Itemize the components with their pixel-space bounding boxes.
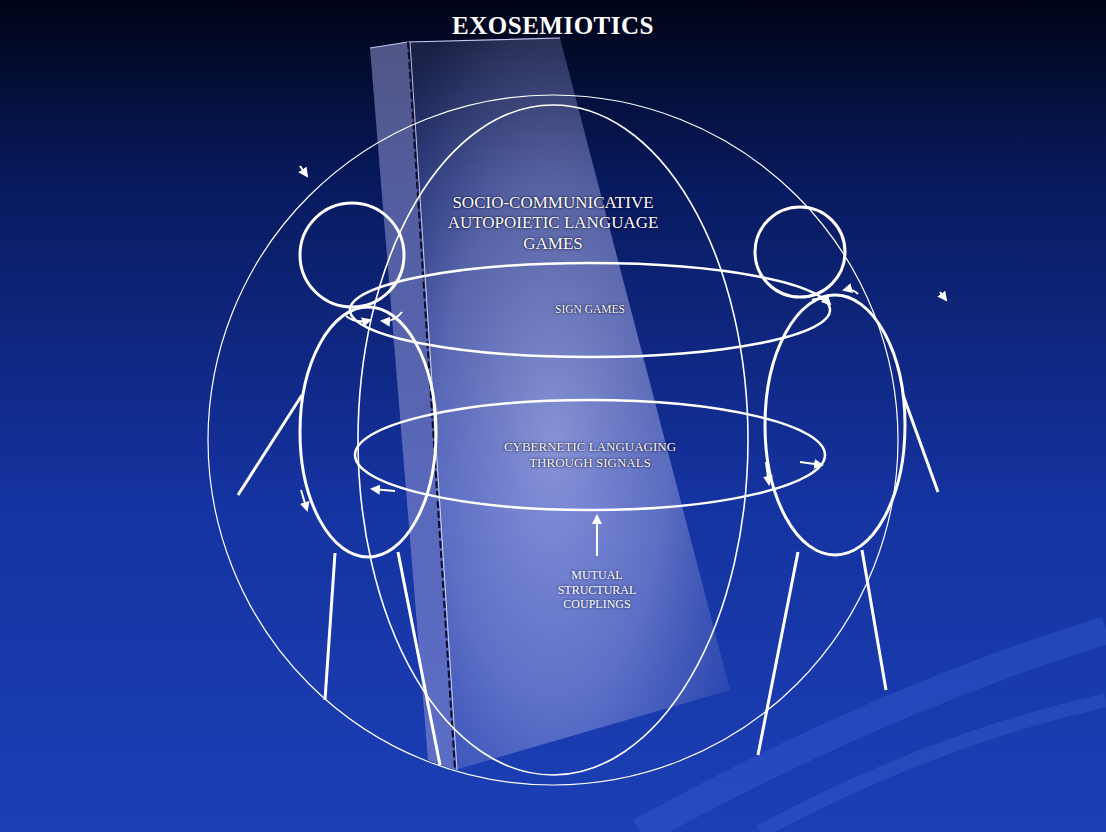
slab-edge — [408, 42, 455, 770]
ellipse-line — [350, 263, 830, 357]
outer-circle — [208, 95, 898, 785]
coupling-arrow — [596, 516, 598, 556]
right-figure — [755, 207, 938, 755]
node-text: CYBERNETIC LANGUAGING THROUGH SIGNALS — [474, 439, 706, 470]
ellipse-line — [358, 105, 748, 775]
annotation-label: MUTUAL STRUCTURAL COUPLINGS — [542, 568, 652, 611]
diagram-title: EXOSEMIOTICS — [0, 12, 1106, 40]
ellipse-line — [355, 400, 825, 510]
node-text: SIGN GAMES — [555, 303, 625, 317]
languaging-ellipse: CYBERNETIC LANGUAGING THROUGH SIGNALS — [355, 400, 825, 510]
flow-arrows — [300, 166, 946, 510]
sign-games-ellipse: SIGN GAMES — [350, 263, 830, 357]
slab-top-edge — [370, 38, 560, 48]
left-figure — [238, 203, 440, 765]
swoosh — [760, 700, 1106, 832]
node-text: SOCIO-COMMUNICATIVE AUTOPOIETIC LANGUAGE… — [422, 193, 684, 254]
